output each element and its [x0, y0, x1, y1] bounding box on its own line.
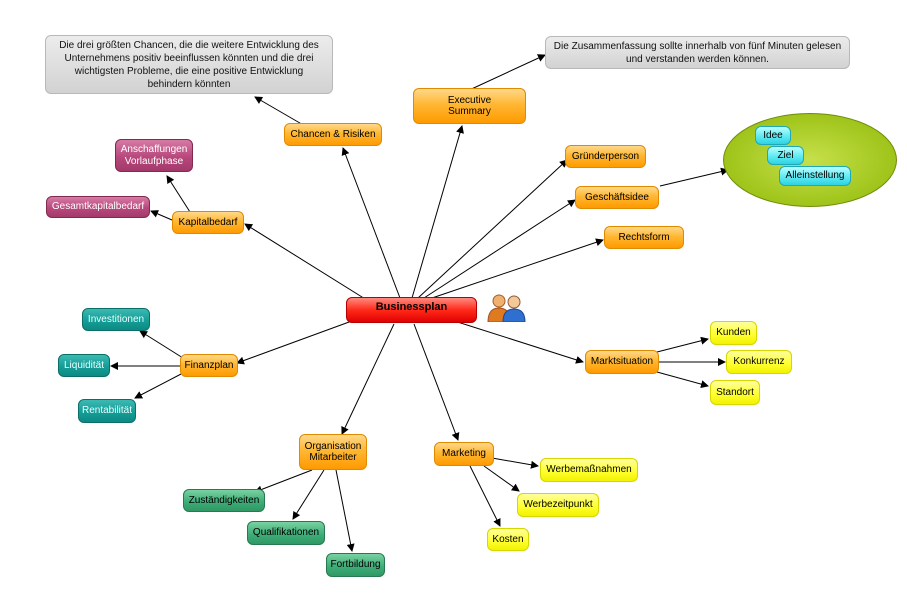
konkurrenz-node[interactable]: Konkurrenz	[726, 350, 792, 374]
ziel-node[interactable]: Ziel	[767, 146, 804, 165]
edge-marketing-werbemassnahmen	[491, 457, 539, 469]
edge-geschaeftsidee-blob	[659, 167, 729, 187]
kosten-node[interactable]: Kosten	[487, 528, 529, 551]
edge-org-fortbildung	[335, 469, 355, 552]
edge-org-qualifikationen	[292, 469, 325, 520]
ziel-label: Ziel	[777, 149, 794, 161]
werbemassnahmen-label: Werbemaßnahmen	[546, 464, 632, 476]
zustaendigkeiten-node[interactable]: Zuständigkeiten	[183, 489, 265, 512]
edge-executive-note	[464, 54, 546, 93]
chancen-note-text: Die drei größten Chancen, die die weiter…	[59, 39, 319, 90]
anschaffungen-label-2: Vorlaufphase	[124, 155, 184, 167]
kapitalbedarf-node[interactable]: Kapitalbedarf	[172, 211, 244, 234]
chancen-risiken-node[interactable]: Chancen & Risiken	[284, 123, 382, 146]
alleinstellung-node[interactable]: Alleinstellung	[779, 166, 851, 186]
edge-kapital-gesamt	[150, 210, 173, 221]
kosten-label: Kosten	[492, 533, 524, 545]
marketing-node[interactable]: Marketing	[434, 442, 494, 466]
edge-finanz-investitionen	[139, 330, 184, 359]
edge-center-executive	[411, 125, 464, 299]
idee-node[interactable]: Idee	[755, 126, 791, 145]
rentabilitaet-label: Rentabilität	[81, 405, 133, 417]
liquiditaet-label: Liquidität	[63, 359, 105, 371]
geschaeftsidee-detail-blob	[723, 113, 897, 207]
edge-org-zustaendigkeiten	[254, 469, 313, 494]
edge-kapital-anschaffungen	[166, 175, 191, 213]
liquiditaet-node[interactable]: Liquidität	[58, 354, 110, 377]
edge-markt-kunden	[656, 336, 709, 353]
edge-center-gruender	[417, 159, 568, 299]
edge-center-kapitalbedarf	[244, 223, 371, 303]
edge-finanz-rentabilitaet	[134, 372, 184, 399]
edge-center-rechtsform	[431, 238, 604, 299]
gesamtkapitalbedarf-node[interactable]: Gesamtkapitalbedarf	[46, 196, 150, 218]
marktsituation-label: Marktsituation	[590, 356, 654, 368]
edge-center-finanzplan	[236, 317, 361, 365]
edge-center-organisation	[341, 323, 395, 435]
edge-center-marketing	[413, 323, 460, 441]
edge-markt-standort	[656, 371, 709, 389]
alleinstellung-label: Alleinstellung	[785, 170, 845, 182]
qualifikationen-node[interactable]: Qualifikationen	[247, 521, 325, 545]
investitionen-label: Investitionen	[87, 313, 145, 325]
businessplan-label: Businessplan	[375, 301, 448, 313]
standort-node[interactable]: Standort	[710, 380, 760, 405]
werbezeitpunkt-label: Werbezeitpunkt	[523, 499, 593, 511]
organisation-mitarbeiter-node[interactable]: Organisation Mitarbeiter	[299, 434, 367, 470]
finanzplan-node[interactable]: Finanzplan	[180, 354, 238, 377]
gruenderperson-node[interactable]: Gründerperson	[565, 145, 646, 168]
zustaendigkeiten-label: Zuständigkeiten	[188, 494, 260, 506]
organisation-label-2: Mitarbeiter	[309, 452, 357, 463]
edge-marketing-kosten	[469, 465, 501, 527]
executive-summary-node[interactable]: Executive Summary	[413, 88, 526, 124]
finanzplan-label: Finanzplan	[184, 359, 234, 371]
people-icon	[487, 294, 526, 322]
gruenderperson-label: Gründerperson	[571, 150, 640, 162]
fortbildung-node[interactable]: Fortbildung	[326, 553, 385, 577]
qualifikationen-label: Qualifikationen	[252, 527, 320, 539]
edge-center-marktsituation	[444, 317, 584, 364]
werbezeitpunkt-node[interactable]: Werbezeitpunkt	[517, 493, 599, 517]
businessplan-node[interactable]: Businessplan	[346, 297, 477, 323]
werbemassnahmen-node[interactable]: Werbemaßnahmen	[540, 458, 638, 482]
geschaeftsidee-label: Geschäftsidee	[585, 191, 649, 203]
kunden-label: Kunden	[716, 327, 751, 339]
edge-center-geschaeftsidee	[423, 199, 576, 299]
rechtsform-node[interactable]: Rechtsform	[604, 226, 684, 249]
investitionen-node[interactable]: Investitionen	[82, 308, 150, 331]
edge-marketing-werbezeitpunkt	[483, 465, 520, 492]
konkurrenz-label: Konkurrenz	[733, 356, 785, 368]
chancen-note: Die drei größten Chancen, die die weiter…	[45, 35, 333, 94]
executive-label-1: Executive	[447, 94, 492, 106]
anschaffungen-label-1: Anschaffungen	[120, 144, 188, 155]
rechtsform-label: Rechtsform	[618, 231, 670, 243]
kapitalbedarf-label: Kapitalbedarf	[178, 216, 238, 228]
organisation-label-1: Organisation	[304, 440, 362, 452]
summary-note-text: Die Zusammenfassung sollte innerhalb von…	[553, 40, 842, 65]
geschaeftsidee-node[interactable]: Geschäftsidee	[575, 186, 659, 209]
marktsituation-node[interactable]: Marktsituation	[585, 350, 659, 374]
fortbildung-label: Fortbildung	[330, 559, 381, 571]
summary-note: Die Zusammenfassung sollte innerhalb von…	[545, 36, 850, 69]
gesamtkapitalbedarf-label: Gesamtkapitalbedarf	[51, 201, 145, 213]
executive-label-2: Summary	[448, 106, 491, 117]
idee-label: Idee	[763, 129, 783, 141]
kunden-node[interactable]: Kunden	[710, 321, 757, 345]
chancen-label: Chancen & Risiken	[290, 128, 376, 140]
edge-center-chancen	[341, 147, 401, 299]
marketing-label: Marketing	[442, 448, 486, 460]
standort-label: Standort	[716, 386, 754, 398]
edge-chancen-note	[254, 96, 306, 127]
rentabilitaet-node[interactable]: Rentabilität	[78, 399, 136, 423]
anschaffungen-node[interactable]: Anschaffungen Vorlaufphase	[115, 139, 193, 172]
